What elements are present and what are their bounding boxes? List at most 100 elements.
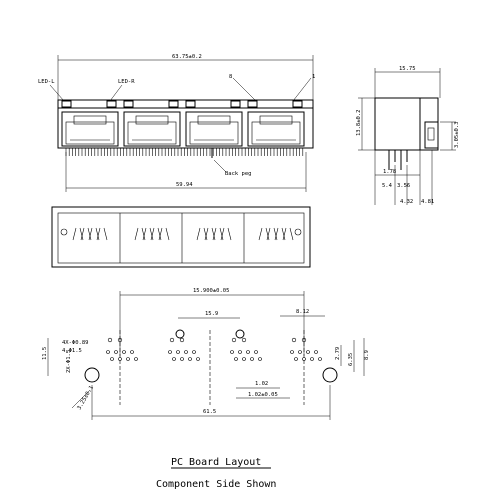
pcb-pin-hole xyxy=(192,350,196,354)
pcb-pin-hole xyxy=(238,350,242,354)
pcb-pin-hole xyxy=(172,357,176,361)
pcb-top-span: 15.900±0.05 xyxy=(193,288,229,294)
led-right-label: LED-R xyxy=(118,79,135,85)
bottom-pin xyxy=(72,227,77,241)
bottom-pin xyxy=(204,227,209,241)
pcb-pin-hole xyxy=(130,350,134,354)
pcb-led-hole xyxy=(231,337,237,343)
pcb-pin-hole xyxy=(294,357,298,361)
bottom-pin xyxy=(211,227,216,241)
bottom-pin xyxy=(87,227,92,241)
bottom-pin xyxy=(134,227,139,241)
bottom-pin xyxy=(212,227,217,241)
bottom-view xyxy=(51,206,311,268)
bottom-pin xyxy=(265,227,270,241)
side-dim-432: 4.32 xyxy=(400,199,413,205)
bottom-pin xyxy=(258,227,263,241)
pcb-pin-hole xyxy=(250,357,254,361)
port-1 xyxy=(61,100,119,147)
pcb-pin-hole xyxy=(258,357,262,361)
bottom-pins xyxy=(72,227,294,241)
pcb-left-height: 11.5 xyxy=(42,347,48,360)
pcb-pin-hole xyxy=(318,357,322,361)
pcb-pin-hole xyxy=(184,350,188,354)
pcb-led-hole xyxy=(107,337,113,343)
pcb-led-hole xyxy=(179,337,185,343)
bottom-pin xyxy=(79,227,84,241)
pcb-left-holes-1: 4X-Φ0.89 xyxy=(62,340,89,346)
pcb-pin-hole xyxy=(106,350,110,354)
side-leg-label: 3.05±0.3 xyxy=(454,122,460,149)
pcb-led-hole xyxy=(291,337,297,343)
pcb-pin-hole xyxy=(290,350,294,354)
pcb-pin-hole xyxy=(314,350,318,354)
bottom-pin xyxy=(203,227,208,241)
pcb-pin-hole xyxy=(188,357,192,361)
bottom-pin xyxy=(142,227,147,241)
pcb-led-hole xyxy=(169,337,175,343)
peg-hole-right xyxy=(322,367,338,383)
bottom-pin xyxy=(157,227,162,241)
bottom-pin xyxy=(266,227,271,241)
pcb-caption: PC Board Layout xyxy=(171,457,261,468)
back-peg-label: Back peg xyxy=(225,171,252,177)
pcb-right-small: 2.79 xyxy=(335,347,341,360)
pcb-pin-hole xyxy=(230,350,234,354)
bottom-pin xyxy=(80,227,85,241)
pcb-pin-holes: 1.02±0.05 xyxy=(248,392,278,398)
pin-row xyxy=(65,148,304,156)
pcb-pin-hole xyxy=(180,357,184,361)
bottom-pin xyxy=(281,227,286,241)
pcb-holes xyxy=(106,337,322,361)
pcb-pin-hole xyxy=(122,350,126,354)
pcb-pin-hole xyxy=(254,350,258,354)
mount-hole-b xyxy=(235,329,245,339)
bottom-pin xyxy=(219,227,224,241)
led-left-label: LED-L xyxy=(38,79,55,85)
pcb-pin-hole xyxy=(310,357,314,361)
pcb-pin-hole xyxy=(306,350,310,354)
bottom-pin xyxy=(96,227,101,241)
pcb-layout: 15.900±0.05 15.9 8.12 4X-Φ0.89 4-Φ1.5 11… xyxy=(42,288,370,490)
side-height-label: 13.8±0.2 xyxy=(356,110,362,137)
port-2 xyxy=(123,100,181,147)
pcb-port-pitch: 15.9 xyxy=(205,311,218,317)
pcb-pin-hole xyxy=(246,350,250,354)
side-dim-356: 3.56 xyxy=(397,183,410,189)
bottom-pin xyxy=(282,227,287,241)
pcb-pin-hole xyxy=(196,357,200,361)
pcb-right-height: 8.9 xyxy=(364,350,370,360)
pcb-bottom-span: 61.5 xyxy=(203,409,216,415)
pcb-pin-hole xyxy=(126,357,130,361)
bottom-pin xyxy=(165,227,170,241)
pin-mark-1: 1 xyxy=(312,74,315,80)
pcb-pin-hole xyxy=(114,350,118,354)
bottom-pin xyxy=(150,227,155,241)
bottom-pin xyxy=(88,227,93,241)
overall-width-label: 63.75±0.2 xyxy=(172,54,202,60)
pcb-pin-hole xyxy=(176,350,180,354)
pcb-subcaption: Component Side Shown xyxy=(156,479,276,490)
front-view: 63.75±0.2 LED-L LED-R 8 1 xyxy=(38,54,315,192)
pcb-right-dim: 6.35 xyxy=(348,353,354,366)
bottom-pin xyxy=(196,227,201,241)
port-4 xyxy=(247,100,305,147)
pcb-pin-hole xyxy=(168,350,172,354)
bottom-pin xyxy=(141,227,146,241)
side-depth-label: 15.75 xyxy=(399,66,416,72)
pcb-left-holes-2: 4-Φ1.5 xyxy=(62,348,82,354)
pcb-pin-pitch: 8.12 xyxy=(296,309,309,315)
bottom-pin xyxy=(289,227,294,241)
mount-hole-a xyxy=(175,329,185,339)
pcb-left-small: 2X-Φ1.5 xyxy=(66,350,72,373)
side-view: 15.75 13.8±0.2 3.05±0.3 1.78 3.56 5.4 4.… xyxy=(356,66,460,205)
pcb-pin-spacing: 1.02 xyxy=(255,381,268,387)
pcb-pin-hole xyxy=(234,357,238,361)
bottom-pin xyxy=(227,227,232,241)
pcb-pin-hole xyxy=(134,357,138,361)
side-dim-178: 1.78 xyxy=(383,169,396,175)
bottom-pin xyxy=(158,227,163,241)
peg-hole-left xyxy=(84,367,100,383)
bottom-pin xyxy=(149,227,154,241)
